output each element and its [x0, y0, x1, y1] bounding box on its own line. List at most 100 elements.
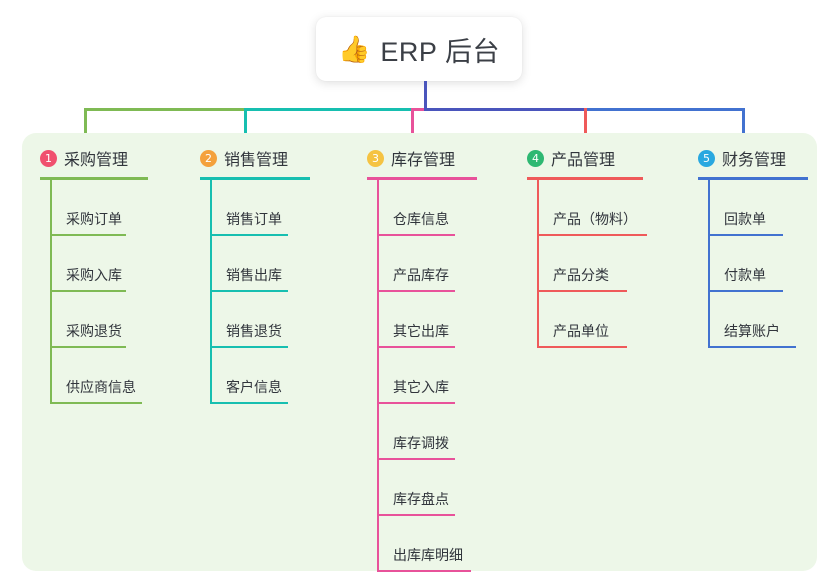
branch-item[interactable]: 销售订单	[210, 180, 310, 236]
branch-item-label: 出库库明细	[393, 547, 463, 563]
branch-item-underline	[537, 290, 627, 292]
branch-item-label: 采购入库	[66, 267, 122, 283]
branch-header-2[interactable]: 2 销售管理	[200, 146, 310, 170]
branch-item[interactable]: 仓库信息	[377, 180, 477, 236]
connector-horizontal-segment-1	[84, 108, 244, 111]
branch-item-label: 其它入库	[393, 379, 449, 395]
connector-drop-3	[411, 108, 414, 138]
connector-drop-4	[584, 108, 587, 138]
branch-title: 销售管理	[224, 152, 289, 169]
branch-underline	[200, 177, 310, 180]
branch-item[interactable]: 采购入库	[50, 236, 148, 292]
branch-item-label: 仓库信息	[393, 211, 449, 227]
branch-item-underline	[50, 234, 126, 236]
branch-item[interactable]: 其它入库	[377, 348, 477, 404]
branch-item-underline	[377, 402, 455, 404]
branch-underline	[698, 177, 808, 180]
branch-item[interactable]: 产品分类	[537, 236, 643, 292]
branch-item-underline	[210, 234, 288, 236]
branch-item-label: 销售退货	[226, 323, 282, 339]
branch-item[interactable]: 产品单位	[537, 292, 643, 348]
branch-item-stem	[210, 348, 212, 404]
branch-item[interactable]: 采购订单	[50, 180, 148, 236]
branch-item-label: 销售订单	[226, 211, 282, 227]
branch-item-underline	[708, 234, 783, 236]
connector-horizontal-segment-2	[244, 108, 411, 111]
connector-drop-1	[84, 108, 87, 138]
branch-item-label: 客户信息	[226, 379, 282, 395]
branch-column-4: 4 产品管理产品（物料） 产品分类产品单位	[527, 146, 647, 348]
branch-item-label: 回款单	[724, 211, 766, 227]
branch-item-list: 采购订单采购入库采购退货供应商信息	[50, 180, 148, 404]
branch-item-underline	[377, 570, 471, 572]
branch-item-label: 结算账户	[724, 323, 780, 339]
branch-item[interactable]: 产品库存	[377, 236, 477, 292]
branch-item-underline	[210, 402, 288, 404]
branch-item[interactable]: 库存盘点	[377, 460, 477, 516]
branch-underline	[40, 177, 148, 180]
branch-item-underline	[377, 458, 455, 460]
branch-item-list: 回款单付款单结算账户	[708, 180, 808, 348]
branch-number-badge: 2	[200, 149, 217, 167]
branch-item-stem	[210, 180, 212, 236]
branch-item-underline	[537, 346, 627, 348]
connector-trunk-vertical	[424, 81, 427, 109]
root-node-erp-backend[interactable]: 👍 ERP 后台	[316, 17, 522, 81]
branch-item-underline	[377, 514, 455, 516]
branch-item[interactable]: 结算账户	[708, 292, 808, 348]
thumbs-up-icon: 👍	[338, 34, 371, 64]
branch-item[interactable]: 供应商信息	[50, 348, 148, 404]
branch-item-stem	[50, 236, 52, 292]
branch-title: 库存管理	[391, 152, 456, 169]
branch-item-list: 产品（物料） 产品分类产品单位	[537, 180, 647, 348]
branch-item[interactable]: 付款单	[708, 236, 808, 292]
branch-item-stem	[377, 236, 379, 292]
branch-item-stem	[537, 236, 539, 292]
branch-item-label: 产品分类	[553, 267, 609, 283]
branch-item[interactable]: 客户信息	[210, 348, 310, 404]
branch-item-underline	[50, 402, 142, 404]
branch-item-underline	[708, 290, 783, 292]
branch-item-label: 产品单位	[553, 323, 609, 339]
branch-item[interactable]: 出库库明细	[377, 516, 477, 572]
branch-item-underline	[708, 346, 796, 348]
branch-item-label: 供应商信息	[66, 379, 136, 395]
branch-item[interactable]: 销售退货	[210, 292, 310, 348]
branch-item-underline	[50, 346, 126, 348]
branch-item[interactable]: 其它出库	[377, 292, 477, 348]
branch-number-badge: 4	[527, 149, 544, 167]
branch-item[interactable]: 销售出库	[210, 236, 310, 292]
branch-item-stem	[708, 292, 710, 348]
branch-item-label: 产品库存	[393, 267, 449, 283]
branch-number-badge: 1	[40, 149, 57, 167]
connector-horizontal-segment-6	[584, 108, 745, 111]
branch-item-underline	[210, 290, 288, 292]
connector-horizontal-segment-3	[411, 108, 425, 111]
branch-item-stem	[210, 236, 212, 292]
branch-item-underline	[50, 290, 126, 292]
branch-item-stem	[708, 236, 710, 292]
branch-item-stem	[708, 180, 710, 236]
branch-title: 产品管理	[551, 152, 616, 169]
branch-number-badge: 3	[367, 149, 384, 167]
branch-item[interactable]: 库存调拨	[377, 404, 477, 460]
branch-header-3[interactable]: 3 库存管理	[367, 146, 477, 170]
branch-item-stem	[210, 292, 212, 348]
branch-item-stem	[377, 404, 379, 460]
branch-item-label: 库存盘点	[393, 491, 449, 507]
branch-item[interactable]: 回款单	[708, 180, 808, 236]
branch-header-4[interactable]: 4 产品管理	[527, 146, 643, 170]
branch-item[interactable]: 采购退货	[50, 292, 148, 348]
branch-item-underline	[377, 346, 455, 348]
branch-column-3: 3 库存管理仓库信息产品库存其它出库其它入库库存调拨库存盘点出库库明细	[367, 146, 477, 572]
branch-item-stem	[377, 460, 379, 516]
connector-horizontal-segment-4	[424, 108, 584, 111]
branch-item[interactable]: 产品（物料）	[537, 180, 647, 236]
branch-item-underline	[537, 234, 647, 236]
branch-item-underline	[377, 234, 455, 236]
